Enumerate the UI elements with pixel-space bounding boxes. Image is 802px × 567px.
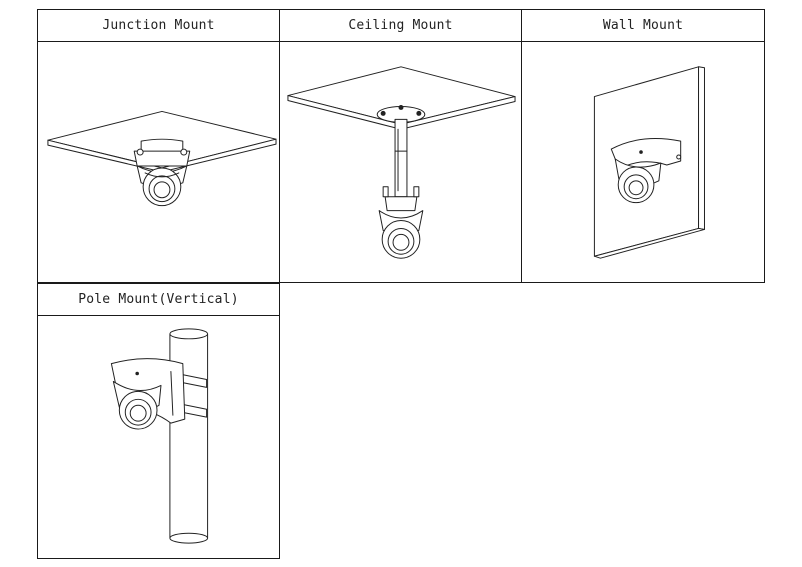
mount-cell-wall: Wall Mount: [521, 9, 765, 283]
mount-title-pole: Pole Mount(Vertical): [38, 284, 279, 316]
mount-cell-pole: Pole Mount(Vertical): [37, 283, 280, 559]
mount-title-wall: Wall Mount: [522, 10, 764, 42]
mount-title-ceiling: Ceiling Mount: [280, 10, 521, 42]
mount-cell-junction: Junction Mount: [37, 9, 280, 283]
pole-mount-illustration-icon: [38, 316, 279, 558]
wall-mount-illustration-icon: [522, 42, 764, 282]
mount-title-junction: Junction Mount: [38, 10, 279, 42]
ceiling-mount-illustration-icon: [280, 42, 521, 282]
junction-mount-illustration-icon: [38, 42, 279, 282]
mount-cell-ceiling: Ceiling Mount: [279, 9, 522, 283]
